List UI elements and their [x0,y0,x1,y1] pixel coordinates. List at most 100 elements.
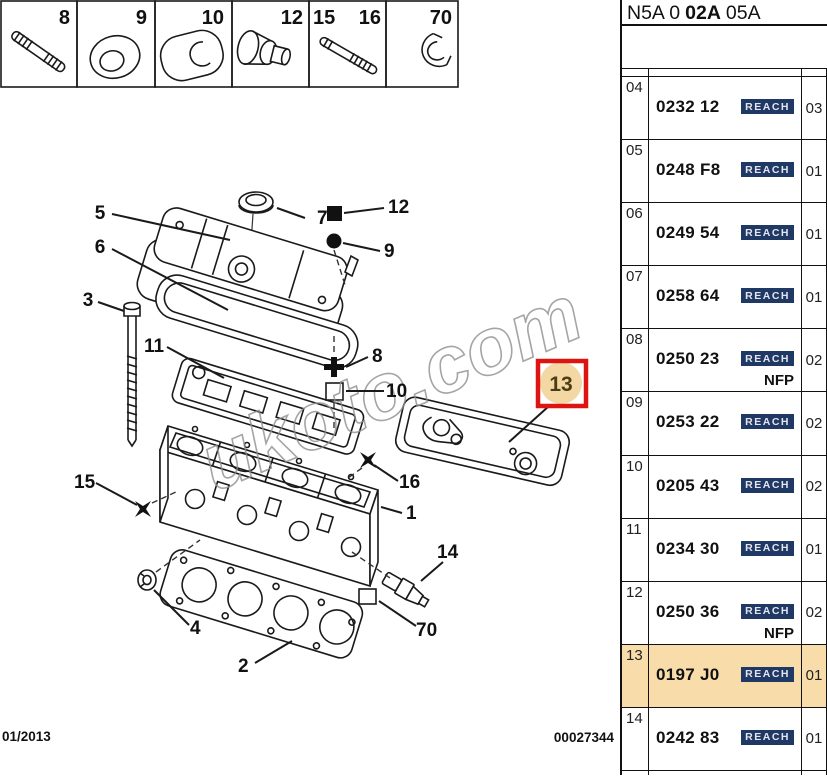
callout-label-4[interactable]: 4 [190,618,201,639]
reach-badge[interactable]: REACH [741,162,794,178]
table-row[interactable]: 06 0249 54 REACH 01 [622,202,826,266]
quantity-cell: 01 [801,140,826,203]
quantity-cell: 01 [801,266,826,329]
part-cell: 0232 12 REACH [649,77,801,139]
clip-sleeve-icon [421,32,452,68]
table-row[interactable]: 08 0250 23 REACH NFP 02 [622,328,826,392]
baffle-plate [171,357,365,455]
reach-badge[interactable]: REACH [741,225,794,241]
document-number: 00027344 [553,730,614,745]
thumb-cell-12[interactable]: 12 [234,7,303,74]
exploded-diagram-svg: 8 9 10 [0,0,595,677]
square-marker-10 [325,382,344,401]
callout-label-3[interactable]: 3 [83,290,94,311]
selected-callout-13[interactable]: 13 [535,358,589,409]
reach-badge[interactable]: REACH [741,351,794,367]
callout-label-6[interactable]: 6 [95,237,106,258]
item-number-cell: 11 [622,518,649,581]
svg-text:10: 10 [202,7,224,29]
reach-badge[interactable]: REACH [741,540,794,556]
svg-text:8: 8 [59,7,70,29]
reach-badge[interactable]: REACH [741,477,794,493]
callout-label-1[interactable]: 1 [406,503,417,524]
callout-label-5[interactable]: 5 [95,203,106,224]
reach-badge[interactable]: REACH [741,603,794,619]
selection-box [535,358,589,409]
callout-label-14[interactable]: 14 [437,542,459,563]
table-row[interactable]: 09 0253 22 REACH 02 [622,391,826,455]
table-header-row [622,69,826,76]
nfp-note: NFP [764,624,794,642]
table-row[interactable]: 11 0234 30 REACH 01 [622,517,826,581]
table-row[interactable]: 04 0232 12 REACH 03 [622,76,826,140]
part-cell: 0250 23 REACH NFP [649,329,801,391]
part-cell: 0249 54 REACH [649,203,801,265]
panel-spacer [620,26,827,68]
quantity-cell: 01 [801,644,826,707]
callout-label-7[interactable]: 7 [317,208,328,229]
seal-washer-icon [89,34,141,80]
quantity-cell: 03 [801,77,826,140]
selected-part-gasket [394,396,571,487]
item-number-cell: 10 [622,455,649,518]
table-row-partial [622,770,826,776]
part-number: 0250 23 [656,349,720,369]
thumb-cell-15-16[interactable]: 15 16 [313,7,381,76]
callout-label-13: 13 [549,373,572,396]
reach-badge[interactable]: REACH [741,729,794,745]
thumb-cell-9[interactable]: 9 [85,7,147,84]
svg-text:12: 12 [281,7,303,29]
callout-label-15[interactable]: 15 [74,472,96,493]
part-number: 0249 54 [656,223,720,243]
callout-label-11[interactable]: 11 [144,336,165,357]
item-number-cell: 08 [622,329,649,392]
quantity-cell: 02 [801,455,826,518]
part-number: 0258 64 [656,286,720,306]
table-row[interactable]: 07 0258 64 REACH 01 [622,265,826,329]
part-cell: 0258 64 REACH [649,266,801,328]
table-row[interactable]: 14 0242 83 REACH 01 [622,706,826,771]
callout-label-16[interactable]: 16 [399,472,420,493]
item-number-cell: 05 [622,140,649,203]
quantity-cell: 01 [801,518,826,581]
table-row[interactable]: 05 0248 F8 REACH 01 [622,139,826,203]
item-number-cell: 07 [622,266,649,329]
item-number-cell: 06 [622,203,649,266]
quantity-cell: 02 [801,329,826,392]
item-number-cell: 13 [622,644,649,707]
edition-date: 01/2013 [2,729,51,744]
callout-label-70[interactable]: 70 [416,620,437,641]
reach-badge[interactable]: REACH [741,288,794,304]
callout-label-8[interactable]: 8 [372,346,383,367]
leader-lines [95,207,550,664]
thumb-cell-10[interactable]: 10 [156,7,227,85]
reach-badge[interactable]: REACH [741,414,794,430]
callout-label-2[interactable]: 2 [238,656,249,677]
cover-tab [344,254,359,278]
reach-badge[interactable]: REACH [741,99,794,114]
cover-bolt [123,301,141,448]
part-cell: 0205 43 REACH [649,456,801,518]
table-row[interactable]: 10 0205 43 REACH 02 [622,454,826,518]
table-row[interactable]: 12 0250 36 REACH NFP 02 [622,580,826,644]
callout-label-10[interactable]: 10 [386,381,407,402]
star-marker-16 [360,452,376,468]
svg-text:70: 70 [430,7,452,29]
thumb-cell-8[interactable]: 8 [10,7,70,74]
callout-label-9[interactable]: 9 [384,241,395,262]
reach-badge[interactable]: REACH [741,666,794,682]
part-number: 0205 43 [656,475,720,495]
table-row-selected[interactable]: 13 0197 J0 REACH 01 [622,643,826,707]
part-number: 0234 30 [656,538,720,558]
callout-label-12[interactable]: 12 [388,197,409,218]
part-number: 0197 J0 [656,664,720,684]
part-cell: 0234 30 REACH [649,519,801,581]
plus-marker-8 [324,357,344,377]
callout-highlight-circle [540,362,582,404]
item-number-cell: 09 [622,392,649,455]
construction-lines [151,249,391,579]
stud-bolt-icon [11,30,66,73]
thumb-cell-70[interactable]: 70 [417,7,453,71]
part-number: 0248 F8 [656,160,721,180]
